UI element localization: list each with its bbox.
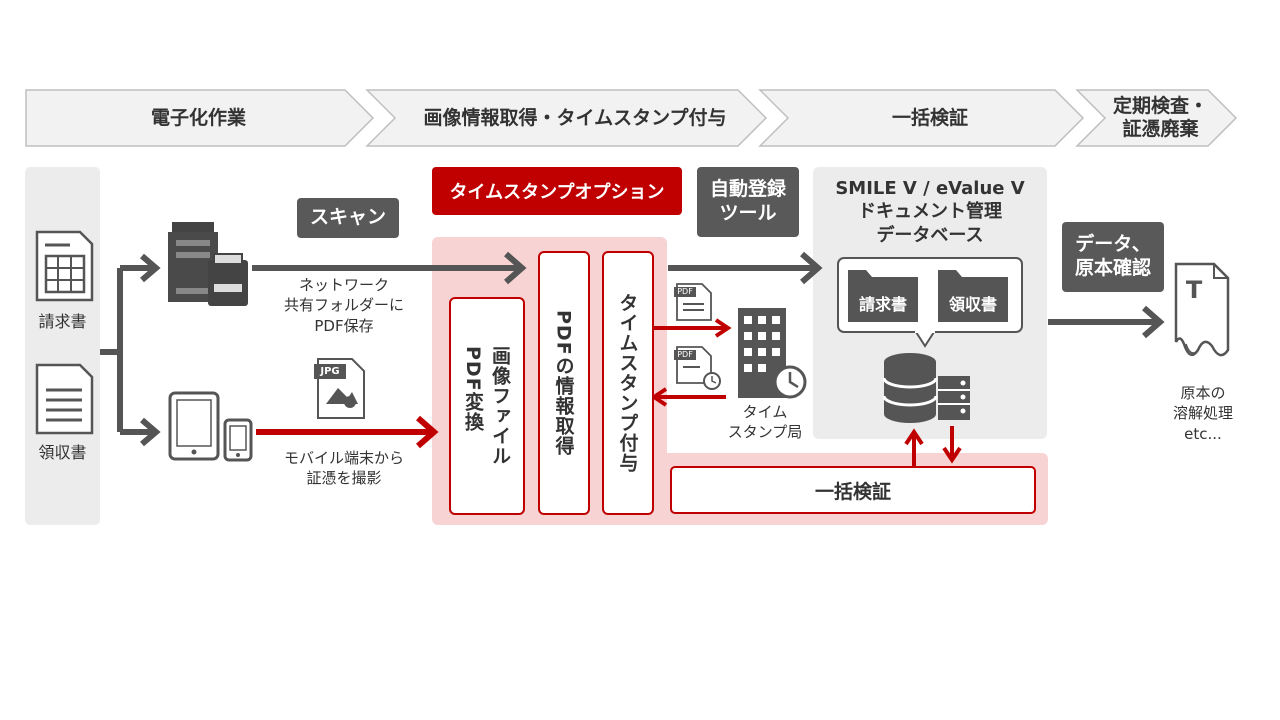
data-confirm-label: データ、 原本確認 bbox=[1062, 222, 1164, 292]
folder-label-receipt: 領収書 bbox=[948, 295, 997, 314]
timestamp-authority-building-icon bbox=[738, 308, 807, 399]
jpg-file-icon bbox=[314, 358, 365, 419]
jpg-icon-text: JPG bbox=[320, 366, 340, 377]
folder-label-invoice: 請求書 bbox=[858, 295, 907, 314]
timestamp-option-label: タイムスタンプオプション bbox=[432, 167, 682, 215]
pdf-icon-text: PDF bbox=[677, 287, 693, 296]
invoice-folder-icon bbox=[848, 270, 918, 322]
receipt-icon bbox=[35, 363, 94, 435]
document-panel bbox=[25, 167, 100, 525]
dissolve-caption: 原本の 溶解処理 etc... bbox=[1172, 384, 1233, 443]
phone-icon bbox=[223, 418, 253, 462]
dissolved-document-letter: T bbox=[1185, 276, 1203, 304]
step-pdf-info: PDFの情報取得 bbox=[538, 251, 590, 515]
auto-register-label: 自動登録 ツール bbox=[697, 167, 799, 237]
phase-chevron-2 bbox=[365, 89, 768, 147]
phase-label-timestamp: 画像情報取得・タイムスタンプ付与 bbox=[423, 106, 727, 129]
invoice-label: 請求書 bbox=[38, 312, 87, 331]
batch-verify-label: 一括検証 bbox=[814, 480, 891, 503]
dissolved-document-icon bbox=[1174, 262, 1230, 357]
pdf-timestamped-icon bbox=[674, 346, 721, 390]
tablet-icon bbox=[168, 391, 220, 461]
scan-label: スキャン bbox=[297, 198, 399, 238]
step-timestamp-label: タイムスタンプ付与 bbox=[616, 293, 639, 473]
step-timestamp: タイムスタンプ付与 bbox=[602, 251, 654, 515]
step-pdf-convert-label: 画像ファイル PDF変換 bbox=[462, 346, 511, 466]
pdf-timestamped-icon-text: PDF bbox=[677, 350, 693, 359]
batch-verify-box: 一括検証 bbox=[670, 466, 1036, 514]
phase-label-inspection: 定期検査・ 証憑廃棄 bbox=[1112, 95, 1208, 140]
server-icon bbox=[938, 376, 970, 420]
step-pdf-convert: 画像ファイル PDF変換 bbox=[449, 297, 525, 515]
timestamp-authority-caption: タイム スタンプ局 bbox=[727, 403, 803, 442]
printer-icon bbox=[168, 222, 248, 306]
phase-chevron-3 bbox=[758, 89, 1085, 147]
phase-label-digitization: 電子化作業 bbox=[150, 106, 246, 129]
mobile-capture-caption: モバイル端末から 証憑を撮影 bbox=[283, 449, 404, 488]
network-folder-caption: ネットワーク 共有フォルダーに PDF保存 bbox=[283, 276, 404, 335]
step-pdf-info-label: PDFの情報取得 bbox=[552, 310, 575, 456]
branch-arrows bbox=[100, 253, 161, 447]
phase-chevron-4 bbox=[1075, 89, 1238, 147]
invoice-icon bbox=[35, 230, 94, 302]
pdf-file-icon bbox=[674, 283, 712, 321]
database-icon bbox=[882, 353, 938, 423]
db-title: SMILE V / eValue V ドキュメント管理 データベース bbox=[835, 178, 1025, 246]
phase-chevron-1 bbox=[25, 89, 375, 147]
receipt-folder-icon bbox=[938, 270, 1008, 322]
phase-label-batch-verify: 一括検証 bbox=[891, 106, 968, 129]
receipt-label: 領収書 bbox=[38, 443, 87, 462]
